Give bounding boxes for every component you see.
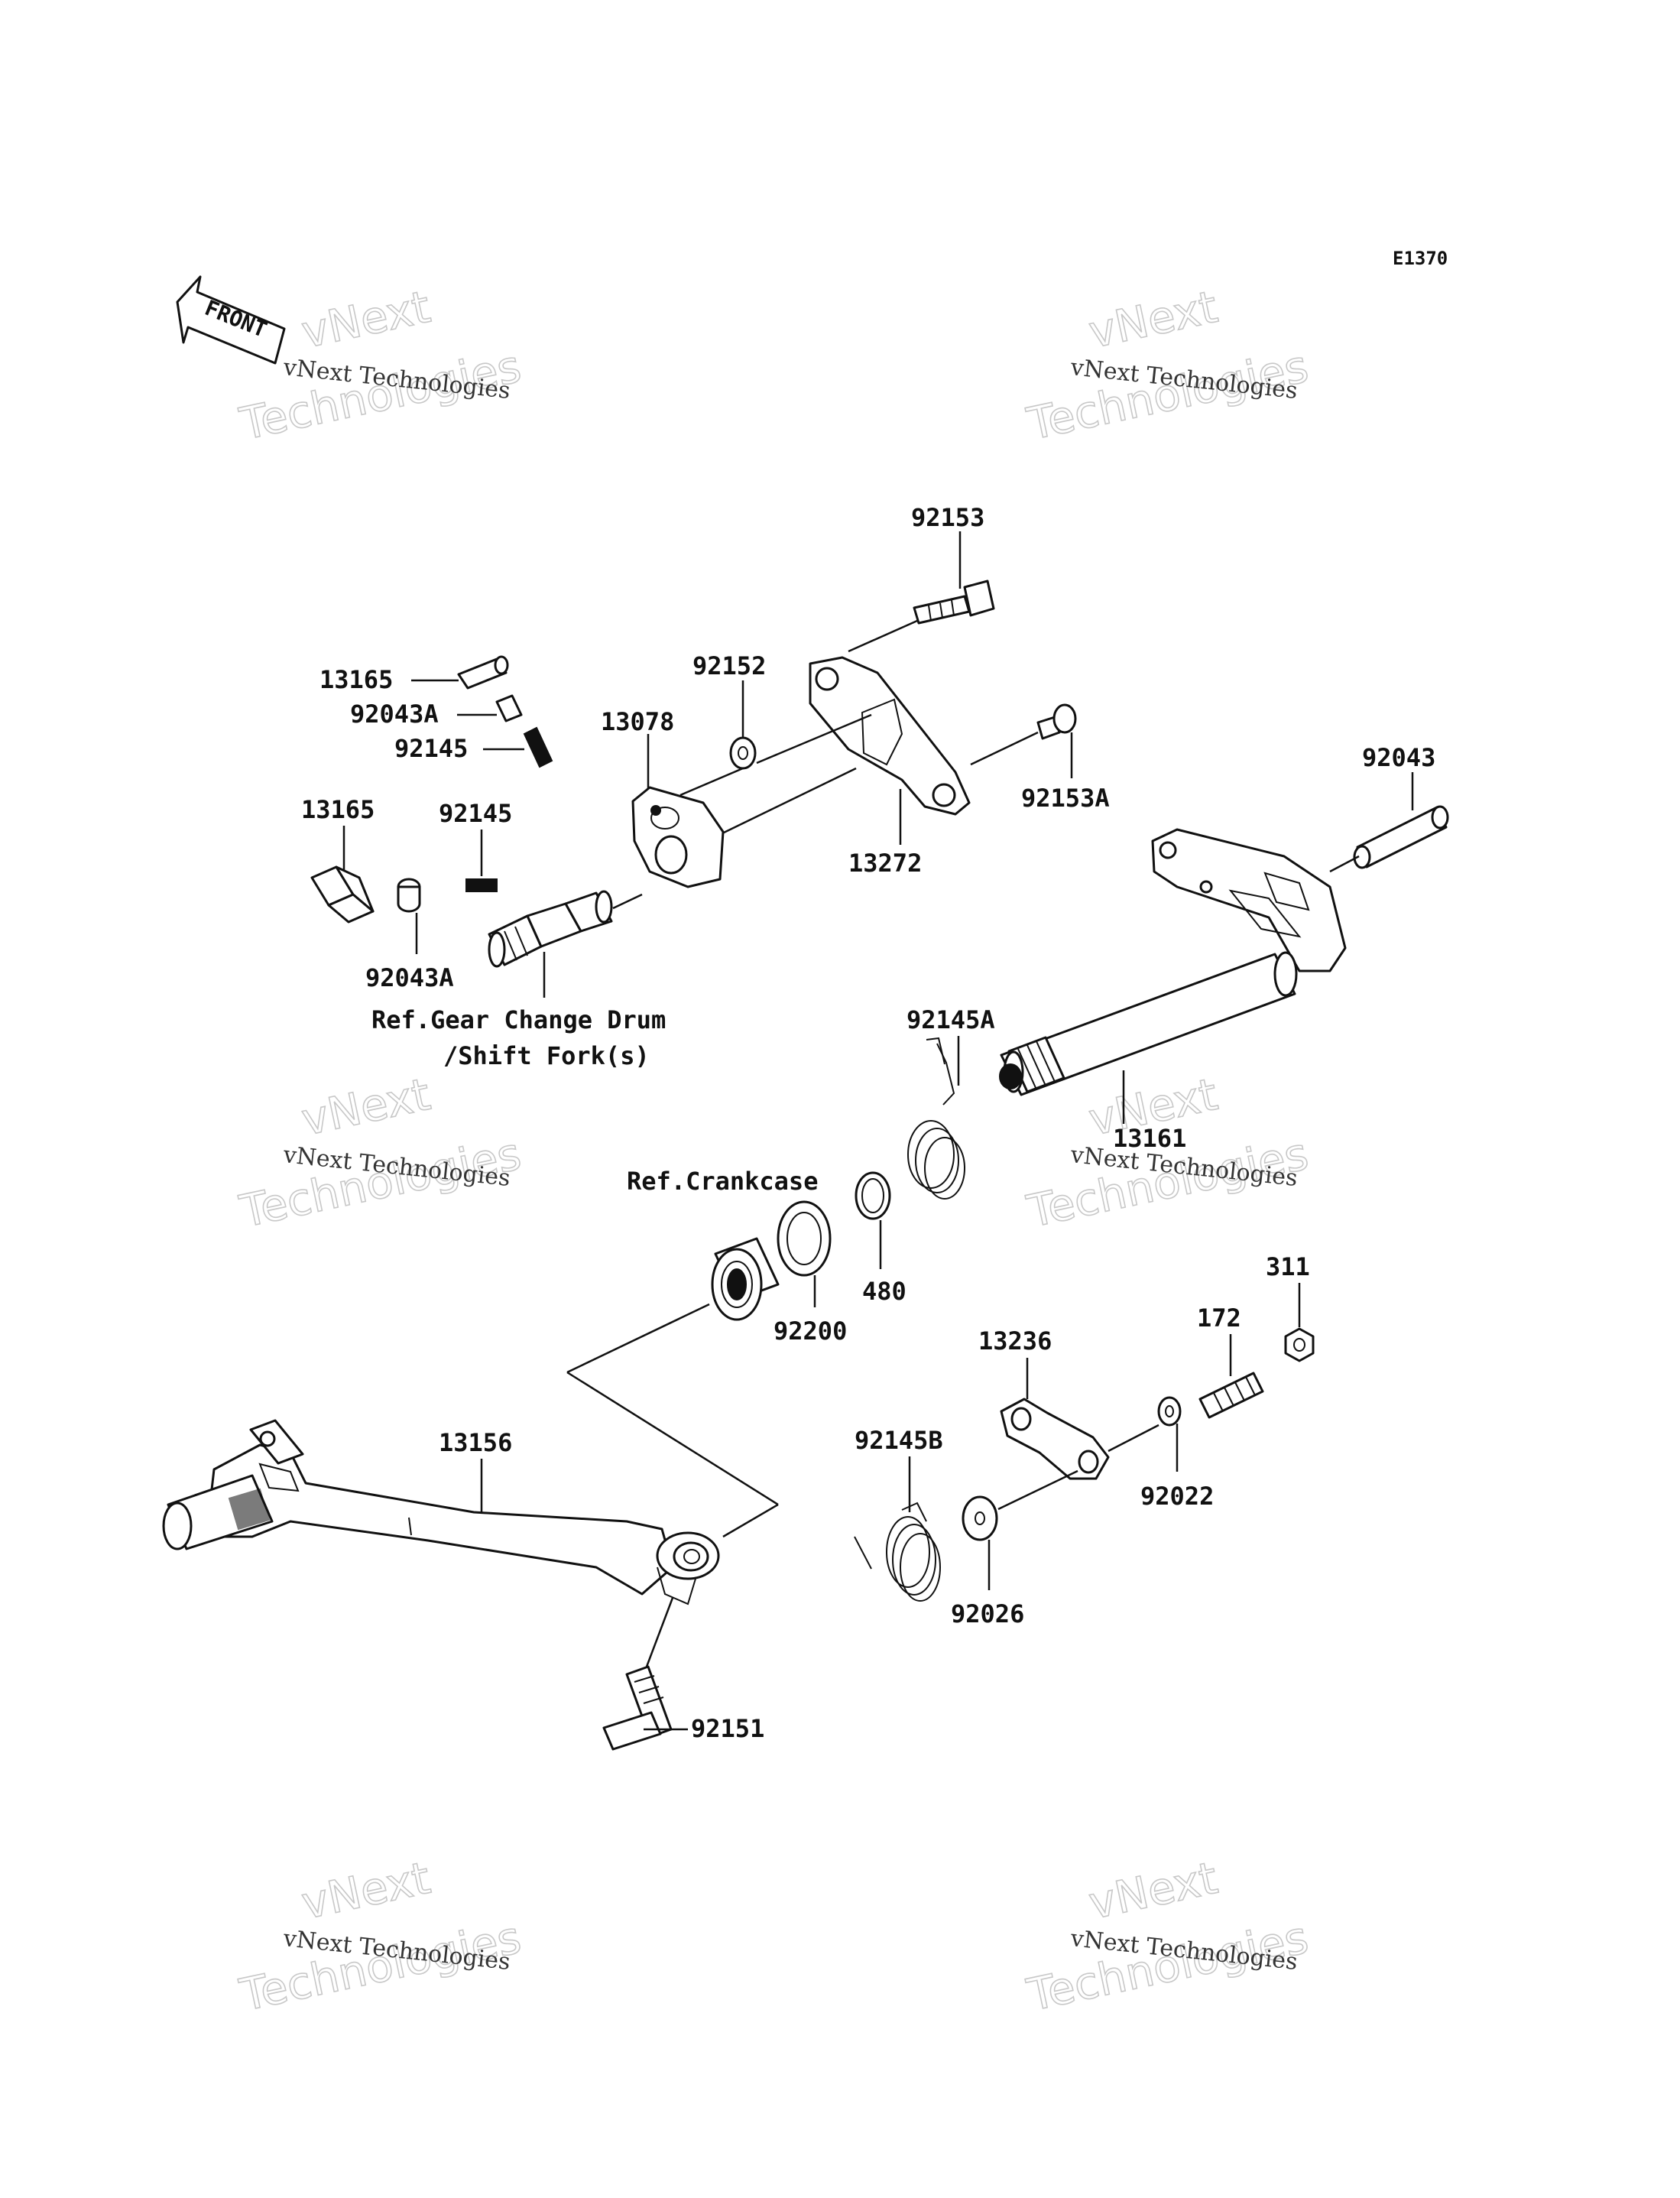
watermark-brand: vNext	[297, 1068, 435, 1146]
watermark-bottom-left: vNext Technologies vNext Technologies	[235, 1851, 526, 2022]
pin-92043A-bottom[interactable]	[397, 878, 421, 913]
watermark-brand: vNext	[1085, 281, 1222, 359]
bolt-92153[interactable]	[913, 580, 995, 625]
label-92152[interactable]: 92152	[692, 651, 766, 680]
washer-92026[interactable]	[962, 1495, 998, 1541]
label-92200[interactable]: 92200	[774, 1317, 847, 1346]
watermark-brand: vNext	[297, 281, 435, 359]
oil-seal[interactable]	[711, 1237, 780, 1321]
label-92043A-bottom[interactable]: 92043A	[365, 963, 454, 992]
label-13272[interactable]: 13272	[848, 849, 922, 878]
label-13161[interactable]: 13161	[1113, 1124, 1186, 1153]
diagram-code: E1370	[1393, 248, 1448, 269]
label-92145A[interactable]: 92145A	[906, 1005, 995, 1034]
spring-92145-mid[interactable]	[465, 878, 498, 892]
pin-92043[interactable]	[1353, 805, 1449, 869]
label-92043[interactable]: 92043	[1362, 743, 1435, 772]
label-92153[interactable]: 92153	[911, 503, 984, 532]
bolt-92151[interactable]	[602, 1665, 673, 1751]
washer-92152[interactable]	[729, 736, 757, 770]
watermark-mid-left: vNext Technologies vNext Technologies	[235, 1067, 526, 1239]
screw-92153A[interactable]	[1036, 703, 1077, 740]
watermark-brand: vNext	[1085, 1852, 1222, 1930]
cam-13078[interactable]	[631, 786, 725, 888]
shift-drum-pin[interactable]	[488, 890, 613, 968]
washer-92022[interactable]	[1157, 1396, 1182, 1427]
pin-13165-top[interactable]	[457, 655, 509, 690]
label-92022[interactable]: 92022	[1140, 1482, 1214, 1511]
label-92151[interactable]: 92151	[691, 1714, 764, 1743]
label-92026[interactable]: 92026	[951, 1599, 1024, 1628]
watermark-top-right: vNext Technologies vNext Technologies	[1022, 280, 1313, 451]
label-13078[interactable]: 13078	[601, 707, 674, 736]
label-311[interactable]: 311	[1266, 1252, 1310, 1281]
front-arrow-icon: FRONT	[176, 275, 286, 365]
watermark-top-left: vNext Technologies vNext Technologies	[235, 280, 526, 451]
ref-gear-change-drum: Ref.Gear Change Drum	[371, 1005, 666, 1034]
nut-311[interactable]	[1284, 1327, 1315, 1362]
spring-92145B[interactable]	[854, 1502, 941, 1602]
label-13165-left[interactable]: 13165	[301, 795, 375, 824]
label-13156[interactable]: 13156	[439, 1428, 512, 1457]
label-13236[interactable]: 13236	[978, 1326, 1052, 1355]
pedal-13156[interactable]	[162, 1419, 720, 1605]
watermark-brand: vNext	[297, 1852, 435, 1930]
label-92145B[interactable]: 92145B	[855, 1426, 943, 1455]
pin-13165-left[interactable]	[310, 865, 375, 924]
spring-92145-top[interactable]	[523, 726, 553, 768]
label-92145-mid[interactable]: 92145	[439, 799, 512, 828]
stud-172[interactable]	[1198, 1372, 1264, 1419]
label-480[interactable]: 480	[862, 1277, 906, 1306]
pin-92043A-top[interactable]	[495, 694, 523, 722]
ref-crankcase: Ref.Crankcase	[627, 1167, 818, 1196]
ref-shift-forks: /Shift Fork(s)	[443, 1041, 650, 1070]
label-92043A-top[interactable]: 92043A	[350, 700, 439, 729]
label-92145-top[interactable]: 92145	[394, 734, 468, 763]
label-172[interactable]: 172	[1197, 1304, 1241, 1333]
washer-92200[interactable]	[777, 1200, 832, 1277]
plate-13272[interactable]	[809, 656, 971, 816]
spring-92145A[interactable]	[907, 1037, 965, 1200]
lever-13236[interactable]	[1000, 1398, 1110, 1480]
label-13165-top[interactable]: 13165	[319, 665, 393, 694]
circlip-480[interactable]	[855, 1171, 891, 1220]
shift-shaft-13161[interactable]	[999, 828, 1347, 1096]
watermark-bottom-right: vNext Technologies vNext Technologies	[1022, 1851, 1313, 2022]
label-92153A[interactable]: 92153A	[1021, 784, 1110, 813]
